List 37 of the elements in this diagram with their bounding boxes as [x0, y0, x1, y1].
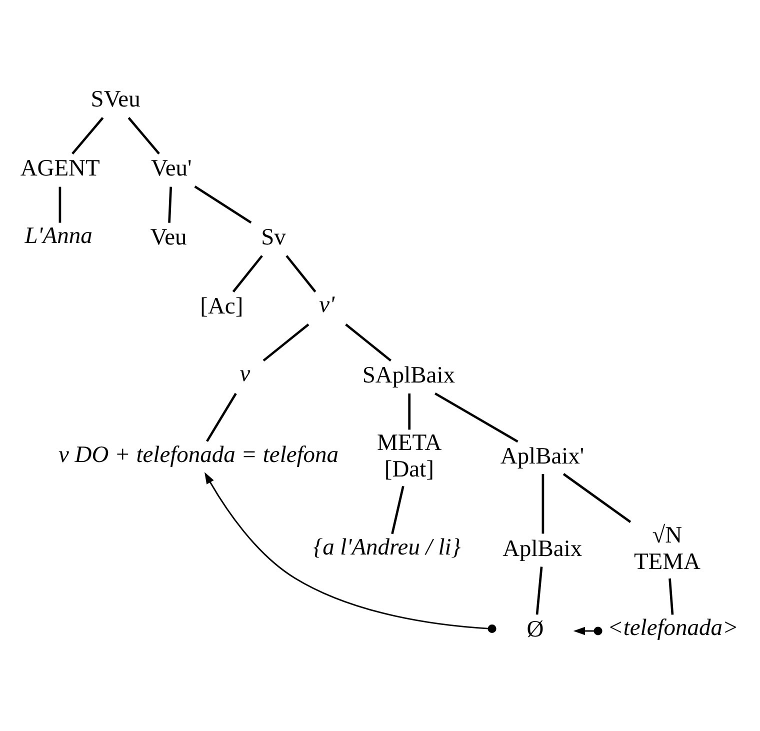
connector [391, 485, 404, 534]
connector [232, 254, 263, 292]
connector [128, 116, 160, 154]
connector [58, 186, 62, 222]
connector [72, 116, 104, 154]
node-text: [Ac] [200, 293, 244, 320]
node-text: <telefonada> [608, 614, 738, 641]
node-text: AGENT [20, 155, 100, 182]
node-text: META [Dat] [377, 430, 442, 482]
node-text: {a l'Andreu / li} [313, 534, 461, 560]
node-text: Veu' [150, 155, 192, 182]
connector [206, 392, 237, 442]
connector [168, 186, 172, 222]
connector [536, 566, 543, 614]
node-text: v' [319, 292, 335, 318]
node-text: v DO + telefonada = telefona [58, 441, 338, 468]
connector [562, 472, 632, 522]
node-text: √N TEMA [634, 522, 700, 575]
arrow [573, 626, 602, 635]
node-text: L'Anna [24, 222, 92, 249]
connector [542, 474, 544, 534]
connector [434, 392, 518, 442]
node-text: Ø [526, 616, 544, 642]
connector [286, 254, 316, 292]
arrow [204, 472, 496, 633]
node-text: Veu [150, 224, 187, 250]
node-text: Sv [261, 224, 286, 250]
node-text: AplBaix [502, 535, 582, 562]
connector [345, 323, 392, 362]
connector [194, 184, 252, 224]
node-text: AplBaix' [500, 442, 584, 469]
connector [408, 392, 411, 430]
connector [262, 323, 310, 362]
connector [668, 578, 674, 614]
node-text: v [240, 360, 250, 387]
node-text: SVeu [90, 86, 140, 112]
node-text: SAplBaix [362, 362, 455, 388]
